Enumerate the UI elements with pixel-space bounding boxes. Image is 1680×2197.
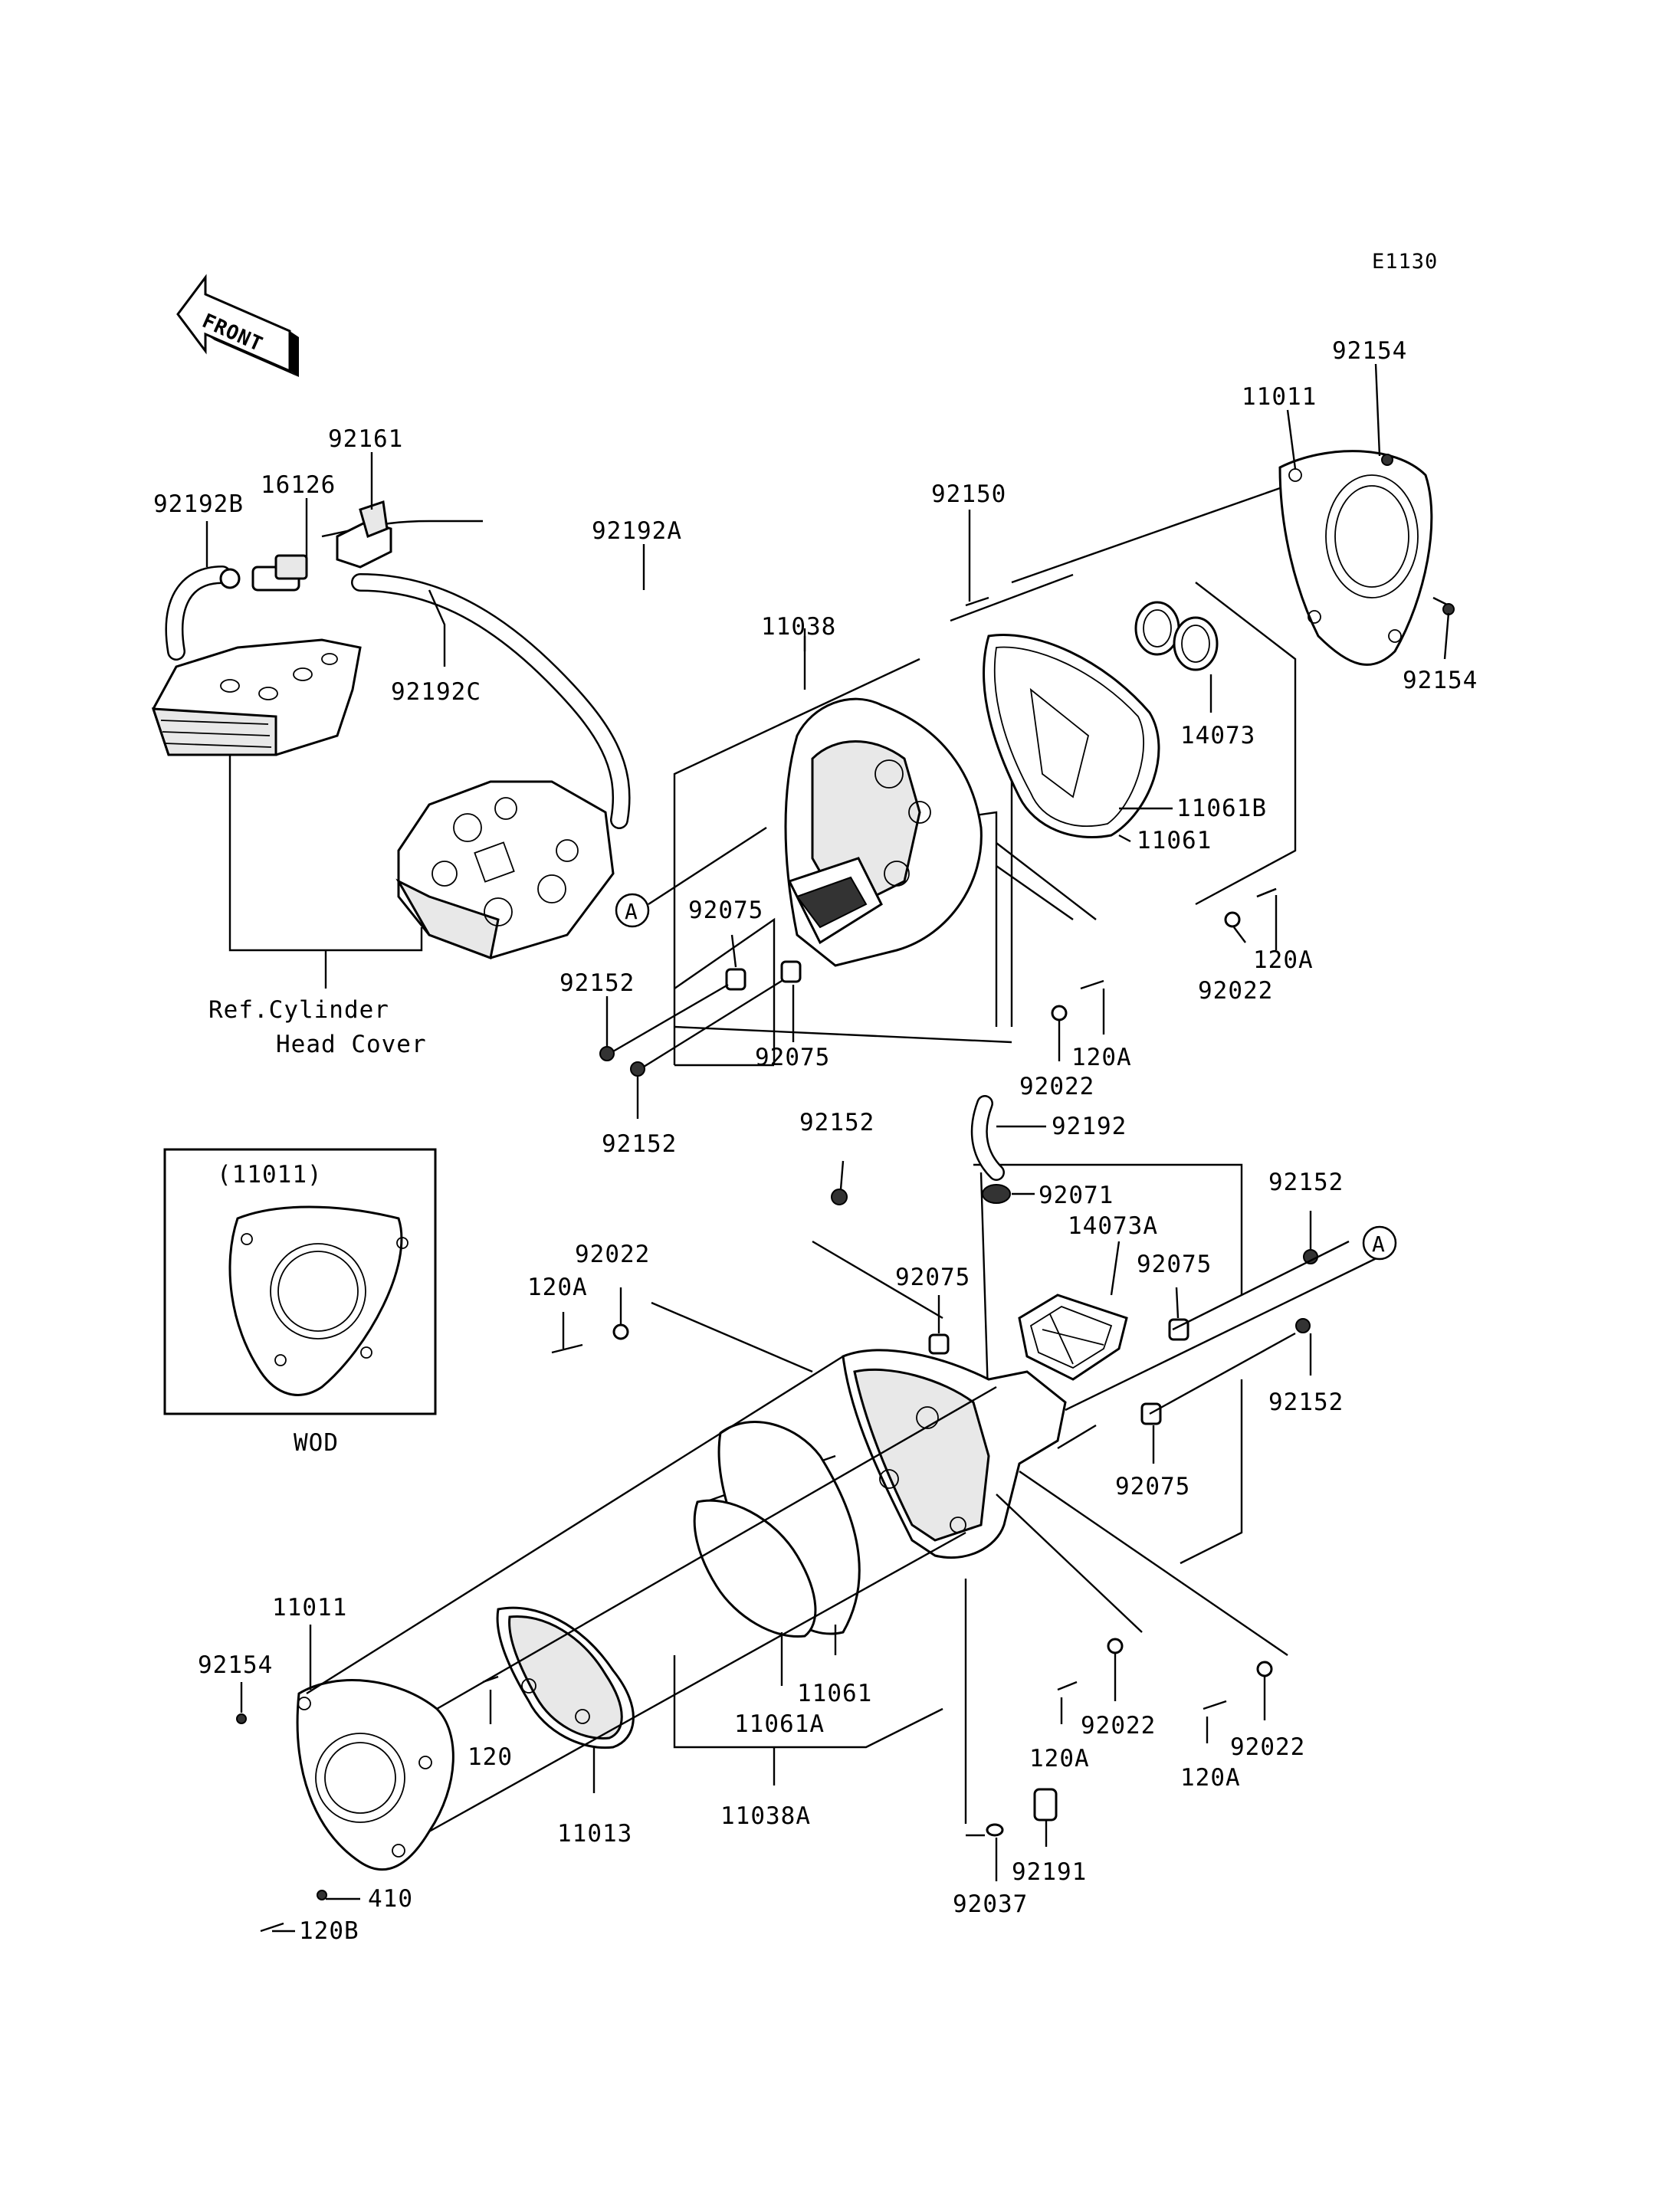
label-120A-b: 120A: [1071, 1044, 1132, 1071]
cylinder-head-cover-left: [151, 638, 362, 756]
label-92152-b: 92152: [602, 1130, 677, 1158]
label-92152-e: 92152: [1268, 1389, 1344, 1416]
label-11061-top: 11061: [1137, 827, 1212, 854]
label-120A-a: 120A: [1253, 946, 1314, 974]
label-92075-d: 92075: [1137, 1251, 1212, 1278]
lower-air-cleaner-assembly: [236, 1095, 1380, 1933]
label-11061B: 11061B: [1176, 795, 1267, 822]
breather-hose-assembly: [165, 500, 682, 829]
diagram-code: E1130: [1372, 250, 1438, 274]
ref-note-line1: Ref.Cylinder: [208, 996, 389, 1024]
inset-cover-wod: [163, 1148, 437, 1415]
label-16126: 16126: [261, 471, 336, 499]
label-11061A: 11061A: [734, 1710, 825, 1738]
label-92161: 92161: [328, 425, 403, 453]
label-11061-bot: 11061: [797, 1680, 872, 1707]
label-92152-d: 92152: [1268, 1169, 1344, 1196]
label-11011-bot: 11011: [272, 1594, 347, 1622]
label-92152-c: 92152: [799, 1109, 874, 1136]
label-92192C: 92192C: [391, 678, 481, 706]
inset-title: (11011): [217, 1161, 323, 1189]
callout-a-right-label: A: [1372, 1231, 1386, 1257]
label-11011-top: 11011: [1242, 383, 1317, 411]
label-120B: 120B: [299, 1917, 359, 1945]
leader-lines: [205, 363, 1450, 1933]
callout-a-right: A: [1362, 1225, 1397, 1261]
label-92150: 92150: [931, 480, 1006, 508]
label-120: 120: [468, 1743, 513, 1771]
label-92152-a: 92152: [559, 969, 635, 997]
label-92075-c: 92075: [895, 1264, 970, 1291]
label-92075-a: 92075: [688, 897, 763, 924]
label-92154-top: 92154: [1332, 337, 1407, 365]
inset-caption: WOD: [294, 1429, 339, 1457]
label-120A-e: 120A: [1180, 1764, 1241, 1792]
label-92075-b: 92075: [755, 1044, 830, 1071]
label-92071: 92071: [1039, 1182, 1114, 1209]
label-11038A: 11038A: [720, 1802, 811, 1830]
label-14073A: 14073A: [1068, 1212, 1158, 1240]
label-92022-c: 92022: [575, 1241, 650, 1268]
label-92192A: 92192A: [592, 517, 682, 545]
label-92154-right: 92154: [1403, 667, 1478, 694]
callout-a-left: A: [615, 826, 767, 928]
label-92191: 92191: [1012, 1858, 1087, 1886]
label-92154-bot: 92154: [198, 1651, 273, 1679]
front-arrow-icon: FRONT: [176, 274, 299, 377]
label-92037: 92037: [953, 1890, 1028, 1918]
callout-a-left-label: A: [625, 899, 638, 924]
label-92192B: 92192B: [153, 490, 244, 518]
label-11038: 11038: [761, 613, 836, 641]
part-labels: 92154 11011 92154 92161 16126 92192B 921…: [153, 337, 1478, 1945]
label-92075-e: 92075: [1115, 1473, 1190, 1500]
label-92022-e: 92022: [1230, 1733, 1305, 1761]
cylinder-head-cover-right: [395, 780, 615, 960]
label-120A-d: 120A: [1029, 1745, 1090, 1772]
ref-note-line2: Head Cover: [276, 1031, 427, 1058]
label-14073: 14073: [1180, 722, 1255, 749]
label-92022-d: 92022: [1081, 1712, 1156, 1740]
label-410: 410: [368, 1885, 413, 1913]
upper-air-cleaner-assembly: [599, 450, 1455, 1077]
label-11013: 11013: [557, 1820, 632, 1848]
label-92192: 92192: [1052, 1113, 1127, 1140]
label-120A-c: 120A: [527, 1274, 588, 1301]
label-92022-a: 92022: [1198, 977, 1273, 1005]
label-92022-b: 92022: [1019, 1073, 1094, 1100]
